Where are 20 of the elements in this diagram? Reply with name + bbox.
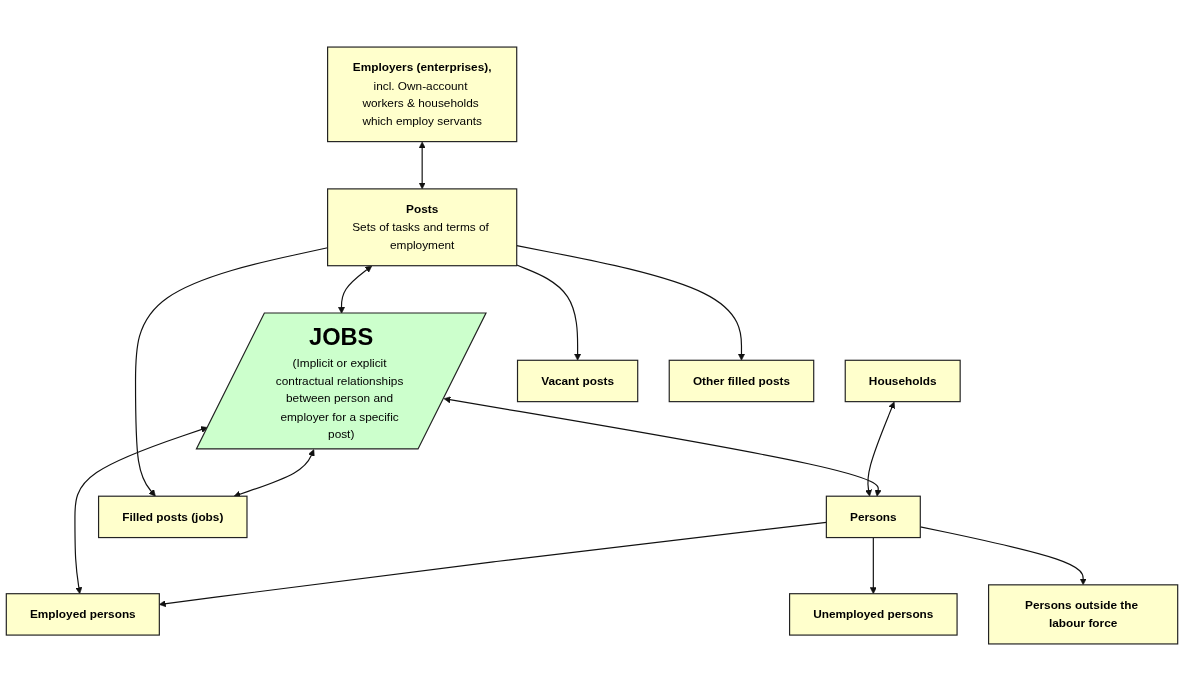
node-box: Other filled posts <box>668 359 815 403</box>
arrow <box>516 245 745 361</box>
node-box: Employed persons <box>5 593 160 636</box>
arrow <box>418 141 426 190</box>
arrow <box>443 396 882 497</box>
node-box: Employers (enterprises), incl. Own-account workers & households which employ servants <box>327 46 518 143</box>
arrow <box>74 426 208 594</box>
node-box: Households <box>844 359 961 403</box>
node-box: Unemployed persons <box>789 593 958 636</box>
arrow <box>869 537 877 594</box>
node-box: Filled posts (jobs) <box>98 495 248 539</box>
arrow <box>233 449 315 498</box>
node-box: Persons outside the labour force <box>988 584 1179 645</box>
node-box: Posts Sets of tasks and terms of employment <box>327 188 518 267</box>
node-box: Vacant posts <box>516 359 639 403</box>
node-box: Persons <box>825 495 921 539</box>
arrow <box>338 265 373 314</box>
arrow <box>865 401 896 497</box>
arrow <box>516 264 582 361</box>
arrow <box>159 521 827 608</box>
